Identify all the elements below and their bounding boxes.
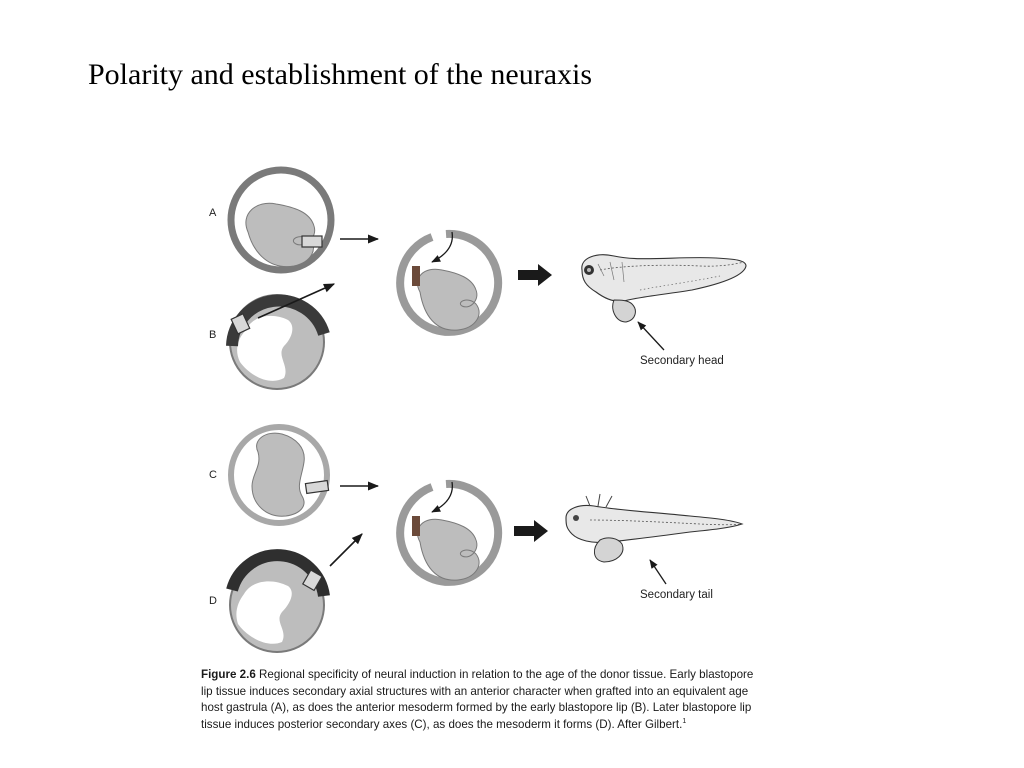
- panel-b-graft-box: [230, 312, 251, 335]
- panel-label-d: D: [209, 595, 217, 607]
- caption-lead: Figure 2.6: [201, 668, 256, 681]
- host-top-graft: [412, 266, 420, 286]
- slide-title: Polarity and establishment of the neurax…: [88, 58, 593, 91]
- arrow-b-to-host: [257, 283, 336, 319]
- host-top-curved-arrow: [431, 231, 454, 263]
- panel-d-cavity: [236, 581, 292, 644]
- tadpole-tail-eye: [573, 515, 579, 521]
- panel-d-graft-box: [301, 569, 323, 592]
- host-gastrula-top: [396, 229, 503, 336]
- label-secondary-tail: Secondary tail: [640, 589, 713, 601]
- panel-a-gastrula: [227, 166, 335, 274]
- tadpole-secondary-tail: [565, 493, 744, 563]
- caption-body: Regional specificity of neural induction…: [201, 668, 754, 731]
- host-top-yolk: [417, 268, 480, 331]
- arrow-secondary-tail: [649, 559, 667, 585]
- big-arrow-bottom: [514, 520, 548, 542]
- panel-b-embryo: [226, 294, 330, 390]
- tadpole-secondary-head: [581, 254, 747, 323]
- secondary-tail-bud: [594, 537, 624, 563]
- caption-reference: 1: [682, 717, 687, 725]
- panel-d-embryo: [226, 549, 330, 653]
- panel-label-a: A: [209, 207, 217, 219]
- big-arrow-top: [518, 264, 552, 286]
- host-gastrula-bottom: [396, 479, 503, 586]
- panel-c-graft-box: [304, 479, 330, 495]
- host-bottom-yolk: [417, 518, 480, 581]
- arrow-secondary-head: [637, 321, 665, 351]
- host-bottom-curved-arrow: [431, 481, 454, 513]
- host-bottom-graft: [412, 516, 420, 536]
- panel-c-gastrula: [228, 424, 330, 526]
- panel-b-cavity: [237, 315, 293, 381]
- panel-label-c: C: [209, 469, 217, 481]
- label-secondary-head: Secondary head: [640, 355, 724, 367]
- panel-c-yolk-mass: [251, 432, 305, 517]
- panel-label-b: B: [209, 329, 216, 341]
- panel-a-graft-box: [301, 235, 323, 248]
- figure-caption: Figure 2.6 Regional specificity of neura…: [201, 667, 761, 733]
- panel-a-yolk-mass: [245, 202, 316, 268]
- secondary-head-bud: [612, 299, 636, 323]
- arrow-d-to-host: [329, 533, 363, 567]
